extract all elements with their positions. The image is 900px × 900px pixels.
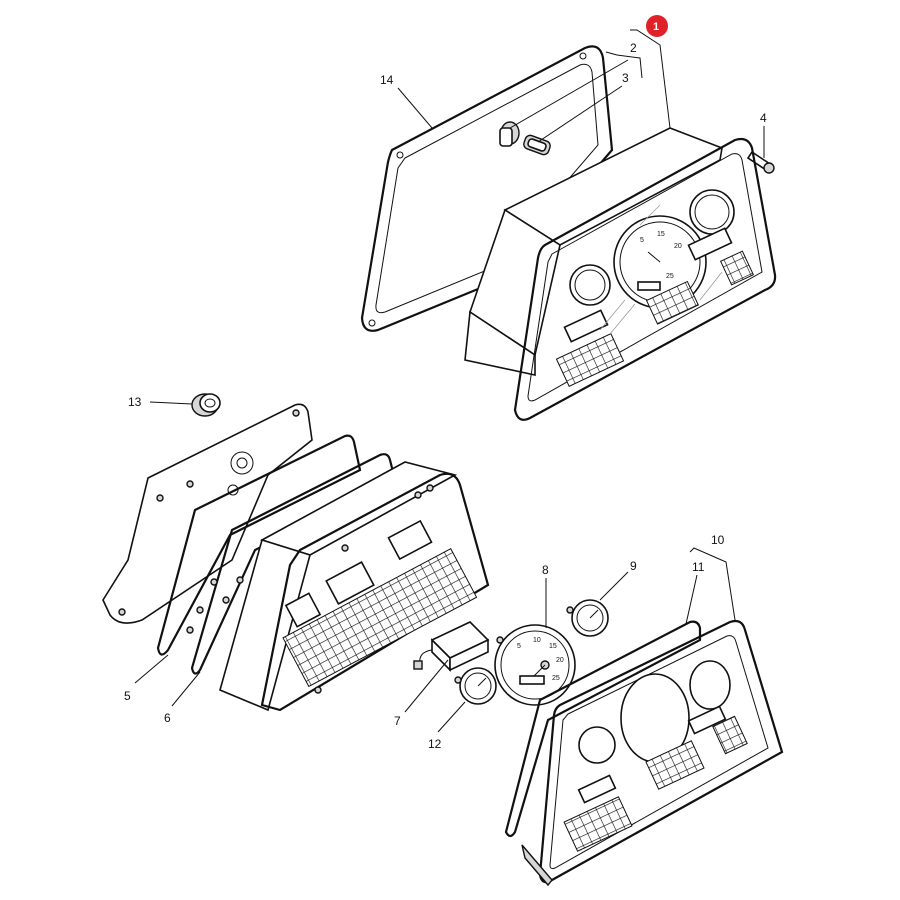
gauge-tick-25: 25 xyxy=(666,273,674,280)
callout-1: 1 xyxy=(653,21,659,33)
part-8-speedometer: 5 10 15 20 25 xyxy=(494,624,576,706)
callout-10: 10 xyxy=(711,533,725,547)
speedo-tick-25: 25 xyxy=(552,675,560,682)
instrument-housing xyxy=(219,461,490,712)
gauge-tick-20: 20 xyxy=(674,243,682,250)
callout-7: 7 xyxy=(394,714,401,728)
part-11-gasket xyxy=(504,620,702,838)
callout-4: 4 xyxy=(760,111,767,125)
part-2-knob xyxy=(499,121,520,147)
part-1-dashboard-assembly: 5 15 20 25 xyxy=(464,127,777,421)
part-5-rear-cover xyxy=(102,403,313,624)
highlight-badge xyxy=(646,15,668,37)
part-10-front-bezel xyxy=(521,619,784,887)
callout-13: 13 xyxy=(128,395,142,409)
speedo-tick-20: 20 xyxy=(556,657,564,664)
part-9-small-gauge xyxy=(566,599,609,637)
part-4-screw xyxy=(746,150,775,174)
speedo-tick-5: 5 xyxy=(517,643,521,650)
part-7-switch-module xyxy=(413,621,490,672)
callout-labels: 1 2 3 4 14 13 5 6 7 12 8 9 10 11 xyxy=(124,15,767,751)
speedo-tick-10: 10 xyxy=(533,637,541,644)
callout-14: 14 xyxy=(380,73,394,87)
callout-9: 9 xyxy=(630,559,637,573)
part-3-knob xyxy=(523,134,551,156)
callout-6: 6 xyxy=(164,711,171,725)
leader-lines xyxy=(134,29,765,733)
callout-5: 5 xyxy=(124,689,131,703)
gauge-tick-15: 15 xyxy=(657,231,665,238)
callout-3: 3 xyxy=(622,71,629,85)
speedo-tick-15: 15 xyxy=(549,643,557,650)
gauge-tick-5: 5 xyxy=(640,237,644,244)
part-13-plug xyxy=(191,393,221,417)
callout-11: 11 xyxy=(692,560,705,574)
callout-12: 12 xyxy=(428,737,442,751)
callout-2: 2 xyxy=(630,41,637,55)
part-12-small-gauge xyxy=(454,667,497,705)
callout-8: 8 xyxy=(542,563,549,577)
